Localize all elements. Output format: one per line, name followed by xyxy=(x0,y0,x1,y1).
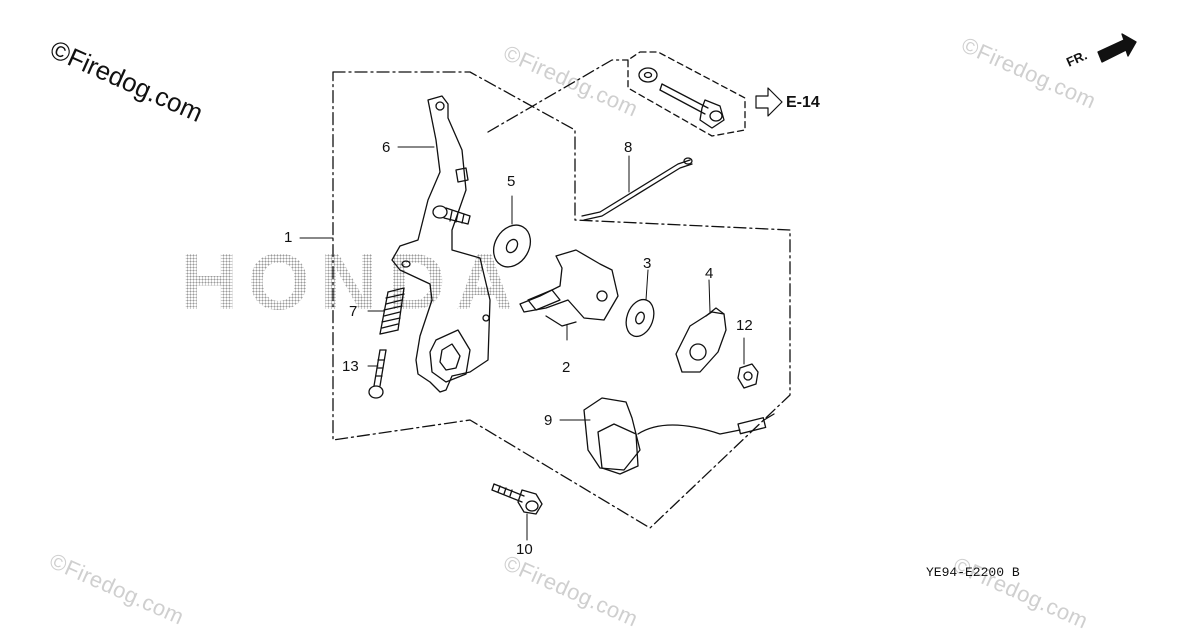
screw-icon xyxy=(368,349,387,399)
callout-3: 3 xyxy=(643,255,652,272)
parts-diagram: ©Firedog.com ©Firedog.com ©Firedog.com ©… xyxy=(46,32,1137,634)
spring-icon xyxy=(379,287,405,335)
assembly-boundary xyxy=(332,71,791,529)
callout-6: 6 xyxy=(382,139,391,156)
callout-7: 7 xyxy=(349,303,358,320)
callout-5: 5 xyxy=(507,173,516,190)
brand-background-text: HONDA xyxy=(180,237,524,326)
callout-1: 1 xyxy=(284,229,293,246)
front-direction-arrow-icon xyxy=(1097,33,1137,63)
bracket-icon xyxy=(391,95,491,393)
reference-arrow-icon xyxy=(755,87,783,117)
leader-lines xyxy=(299,146,745,541)
flange-bolt-icon xyxy=(659,83,725,129)
washer-small-icon xyxy=(625,298,655,338)
callout-13: 13 xyxy=(342,358,359,375)
nut-icon xyxy=(737,363,759,389)
bolt-icon xyxy=(491,483,543,515)
diagram-code: YE94-E2200 B xyxy=(926,565,1020,580)
callout-8: 8 xyxy=(624,139,633,156)
bolt-group-leader xyxy=(487,59,629,133)
washer-icon xyxy=(638,67,658,83)
plate-icon xyxy=(675,307,727,373)
callout-10: 10 xyxy=(516,541,533,558)
stud-icon xyxy=(432,205,471,225)
washer-large-icon xyxy=(492,224,532,268)
callout-9: 9 xyxy=(544,412,553,429)
callout-4: 4 xyxy=(705,265,714,282)
diagram-artwork xyxy=(299,33,1137,541)
callout-2: 2 xyxy=(562,359,571,376)
bolt-group-box xyxy=(627,51,746,137)
reference-link-e14[interactable]: E-14 xyxy=(786,94,820,111)
rod-icon xyxy=(581,157,693,221)
switch-icon xyxy=(583,397,775,475)
callout-12: 12 xyxy=(736,317,753,334)
lever-icon xyxy=(519,249,619,327)
